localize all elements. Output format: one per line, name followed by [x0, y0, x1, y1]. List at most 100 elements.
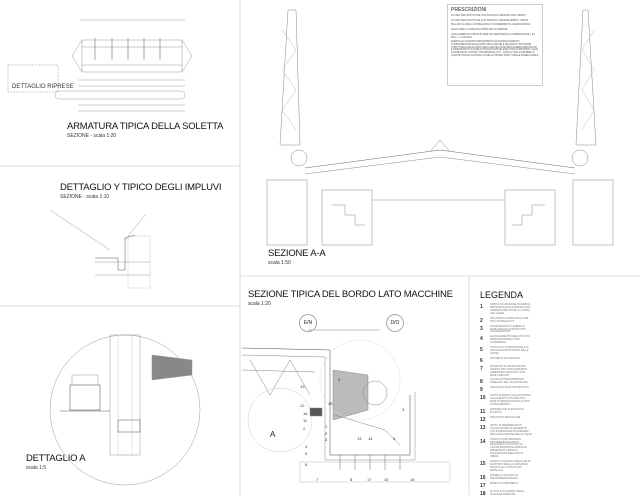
legend-item-text: GETTO DI BASE IN CALCESTRUZZO ALLEGGERIT… [490, 394, 532, 407]
legend-item-text: STRATO DI PROTEZIONE E IMPERMEABILIZZAZI… [490, 437, 527, 459]
legend-item-number: 11 [480, 409, 486, 416]
detail-a-drawing [49, 334, 201, 486]
callout-number: 2 [325, 431, 328, 436]
callout-number: 13 [300, 384, 305, 389]
legend-item: 7 MASSETTO IN CALCESTRUZZO ARMATO TIPO CO… [480, 364, 630, 378]
prescription-item: ACCIAIO PER STRUTTURE CON PROFILO A SEZI… [451, 15, 526, 17]
callout-number: 11 [303, 418, 308, 423]
legend-item-number: 14 [480, 438, 486, 445]
legend-item-number: 18 [480, 490, 486, 497]
prescription-item: BULLONI CLASSE 10.9 PRECARICATI IN RIFER… [451, 24, 531, 27]
callout-number: 10 [384, 477, 389, 482]
legend: LEGENDA 1 DOPPIA GUARNIZIONE CILINDRICA R… [480, 290, 630, 499]
legend-item-text: STRUTTURA RETICOLARE [490, 416, 521, 420]
section-a-a-scale: scala 1:50 [268, 260, 291, 266]
joint-detail-label: DETTAGLIO RIPRESE [12, 84, 74, 90]
legend-item: 8 ACCIAIO DI PRECOMPRESSO ANNEGATO NEL CA… [480, 378, 630, 386]
legend-item-number: 15 [480, 461, 486, 467]
gutter-detail-title: DETTAGLIO Y TIPICO DEGLI IMPLUVI [60, 182, 222, 193]
detail-a-title: DETTAGLIO A [26, 453, 86, 464]
prescription-item: SALDATURE A COMPLETO RIPRISTINO DI SEZIO… [451, 29, 508, 32]
legend-item-text: TUBI IN PVC DI PROTEZIONE E DI APPOGGIO … [490, 346, 529, 355]
legend-item: 5 TUBI IN PVC DI PROTEZIONE E DI APPOGGIO… [480, 346, 630, 356]
callout-number: 9 [393, 436, 396, 441]
legend-item: 10 GETTO DI BASE IN CALCESTRUZZO ALLEGGER… [480, 395, 630, 407]
callout-number: 18 [410, 477, 415, 482]
gutter-detail-scale: SEZIONE - scala 1:10 [60, 194, 110, 200]
legend-item-number: 6 [480, 357, 483, 364]
callout-number: 3 [338, 377, 341, 382]
legend-item-text: RAME DI SCORRIMENTO [490, 481, 519, 485]
callout-number: 13 [357, 436, 362, 441]
callout-number: 14 [368, 436, 373, 441]
slab-reinforcement-scale: SEZIONE - scala 1:20 [67, 133, 117, 139]
legend-item: 9 ASOLE DI ACCIAIO CON BOTTONI [480, 386, 630, 394]
section-a-a-drawing [266, 9, 614, 246]
prescriptions-title: PRESCRIZIONI [451, 7, 487, 13]
callout-number: 2 [303, 426, 306, 431]
gutter-detail-drawing [49, 209, 151, 289]
legend-item-text: GETTO DI RIEMPIMENTO IN CALCESTRUZZO ALL… [490, 424, 532, 436]
legend-item: 11 APPARECCHIO DI APPOGGIO ELASTICO [480, 408, 630, 416]
callout-number: 17 [367, 477, 372, 482]
machine-edge-section-drawing [241, 329, 451, 483]
callout-number: 6 [305, 462, 308, 467]
callout-number: 8 [350, 477, 353, 482]
axis-marker-en: E/N [299, 314, 317, 332]
callout-number: 16 [303, 411, 308, 416]
detail-a-reference: A [270, 430, 276, 439]
legend-item-text: ISOLANTE IN VETRO CELLULARE TIPO "FOAMGL… [490, 316, 529, 323]
legend-item: 14 STRATO DI PROTEZIONE E IMPERMEABILIZZA… [480, 437, 630, 459]
legend-item: 1 DOPPIA GUARNIZIONE CILINDRICA RESISTENT… [480, 303, 630, 316]
legend-item: 12 STRUTTURA RETICOLARE [480, 416, 630, 424]
legend-item: 6 PIASTRE DI ANCORAGGIO [480, 356, 630, 364]
slab-reinforcement-drawing [7, 19, 193, 112]
callout-number: 3 [402, 407, 405, 412]
legend-item-number: 7 [480, 365, 483, 372]
legend-item-number: 16 [480, 474, 486, 481]
axis-marker-do: D/O [386, 314, 404, 332]
legend-title: LEGENDA [480, 290, 524, 300]
slab-reinforcement-title: ARMATURA TIPICA DELLA SOLETTA [67, 121, 224, 132]
callout-number: 3 [325, 437, 328, 442]
legend-item: 13 GETTO DI RIEMPIMENTO IN CALCESTRUZZO A… [480, 424, 630, 437]
prescription-item: ACCIAIO PER STRUTTURE CON PROFILO A SEZI… [451, 19, 529, 22]
legend-item-text: ALLOGGIAMENTO ESEGUITO CON RESINA EPOSSI… [490, 335, 530, 345]
legend-item-text: DOPPIA GUARNIZIONE CILINDRICA RESISTENTE… [490, 303, 531, 315]
machine-edge-title: SEZIONE TIPICA DEL BORDO LATO MACCHINE [248, 289, 453, 300]
callout-number: 15 [328, 401, 333, 406]
legend-item-number: 1 [480, 304, 483, 310]
legend-item-text: MASSETTO IN CALCESTRUZZO ARMATO TIPO CON… [490, 364, 528, 377]
legend-item: 17 RAME DI SCORRIMENTO [480, 481, 630, 489]
section-a-a-title: SEZIONE A-A [268, 248, 326, 259]
legend-item-number: 3 [480, 325, 483, 332]
legend-item-number: 13 [480, 425, 486, 432]
legend-item-number: 12 [480, 417, 486, 424]
callout-number: 7 [316, 477, 319, 482]
legend-item: 2 ISOLANTE IN VETRO CELLULARE TIPO "FOAMG… [480, 316, 630, 324]
detail-a-scale: scala 1:5 [26, 465, 47, 471]
legend-item-number: 9 [480, 387, 483, 394]
legend-item-number: 2 [480, 317, 483, 324]
callout-number: 12 [300, 403, 305, 408]
prescription-item: CONGLOMERATO A BASE DI PERLITE: RESISTEN… [451, 33, 536, 39]
legend-item-text: ACCIAIO DI PRECOMPRESSO ANNEGATO NEL CAL… [490, 378, 529, 385]
legend-item-text: APPARECCHIO DI APPOGGIO ELASTICO [490, 408, 524, 414]
legend-item-number: 5 [480, 347, 483, 354]
callout-number: 4 [305, 444, 308, 449]
legend-item-number: 8 [480, 379, 483, 386]
prescriptions-box: PRESCRIZIONI ACCIAIO PER STRUTTURE CON P… [447, 4, 543, 86]
legend-item-text: PIASTRE DI ANCORAGGIO [490, 356, 521, 360]
legend-item-number: 10 [480, 395, 486, 402]
prescription-item: EVENTUALI ULTERIORI IRRIGIDIMENTI ED EQU… [451, 41, 539, 57]
legend-item-number: 17 [480, 482, 486, 489]
legend-item-text: ASOLE DI ACCIAIO CON BOTTONI [490, 386, 529, 390]
machine-edge-scale: scala 1:20 [248, 301, 271, 307]
